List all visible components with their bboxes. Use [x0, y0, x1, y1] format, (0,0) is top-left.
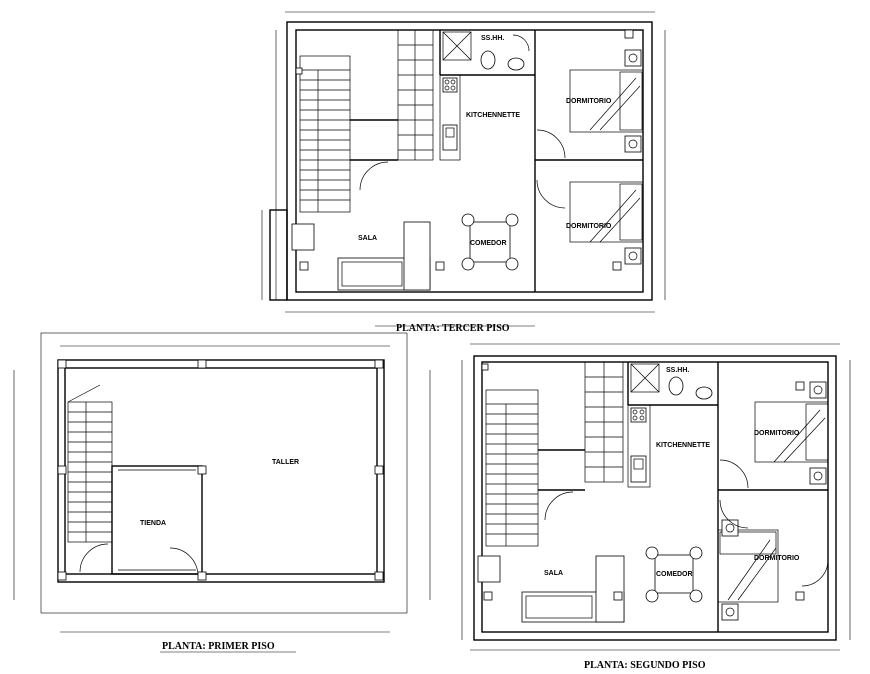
- plan-title-primer: PLANTA: PRIMER PISO: [162, 641, 275, 652]
- stair-treads-tercer: [300, 69, 350, 212]
- room-label-kitchenette-segundo: KITCHENNETTE: [656, 442, 710, 449]
- room-label-comedor-segundo: COMEDOR: [656, 571, 693, 578]
- room-label-tienda-primer: TIENDA: [140, 520, 166, 527]
- room-label-sala-segundo: SALA: [544, 570, 563, 577]
- room-label-taller-primer: TALLER: [272, 459, 299, 466]
- plan-segundo-piso: SS.HH. KITCHENNETTE DORMITORIO DORMITORI…: [461, 343, 851, 671]
- room-label-sshh-segundo: SS.HH.: [666, 367, 689, 374]
- plan-title-tercer: PLANTA: TERCER PISO: [396, 323, 510, 334]
- room-label-comedor-tercer: COMEDOR: [470, 240, 507, 247]
- room-label-dormitorio-1-segundo: DORMITORIO: [754, 430, 800, 437]
- room-label-dormitorio-2-segundo: DORMITORIO: [754, 555, 800, 562]
- room-label-sala-tercer: SALA: [358, 235, 377, 242]
- plan-primer-piso: TALLER TIENDA PLANTA: PRIMER PISO: [13, 332, 431, 653]
- room-label-sshh-tercer: SS.HH.: [481, 35, 504, 42]
- room-label-dormitorio-1-tercer: DORMITORIO: [566, 98, 612, 105]
- room-label-kitchenette-tercer: KITCHENNETTE: [466, 112, 520, 119]
- plan-title-segundo: PLANTA: SEGUNDO PISO: [584, 660, 706, 671]
- room-label-dormitorio-2-tercer: DORMITORIO: [566, 223, 612, 230]
- plan-tercer-piso: SS.HH. KITCHENNETTE DORMITORIO DORMITORI…: [261, 11, 666, 334]
